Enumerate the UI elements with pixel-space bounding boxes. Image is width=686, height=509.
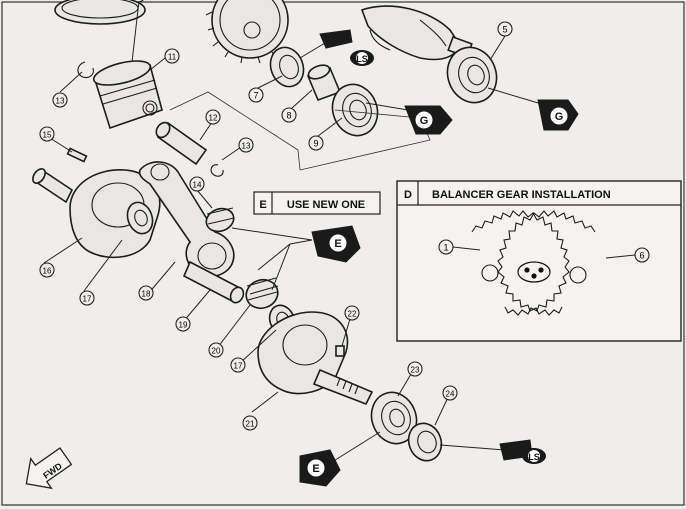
- ls2-label: LS: [528, 452, 540, 462]
- bearing-23-part: [370, 391, 418, 445]
- svg-text:21: 21: [246, 420, 255, 429]
- svg-text:7: 7: [253, 91, 258, 101]
- balancer-box-key: D: [404, 189, 412, 201]
- svg-text:18: 18: [142, 290, 151, 299]
- engine-oil-e1-label: E: [334, 238, 341, 250]
- svg-text:24: 24: [446, 390, 455, 399]
- circlip-right-part: [210, 164, 224, 177]
- svg-text:8: 8: [286, 111, 291, 121]
- callout-7: 7: [248, 87, 264, 103]
- callout-14: 14: [189, 176, 205, 192]
- svg-text:5: 5: [502, 25, 507, 35]
- callout-21: 21: [242, 415, 258, 431]
- right-balancer-gear: [497, 210, 596, 316]
- circlip-left-part: [77, 61, 94, 79]
- svg-text:22: 22: [348, 310, 357, 319]
- svg-text:15: 15: [43, 131, 52, 140]
- callout-23: 23: [407, 361, 423, 377]
- piston-pin-part: [155, 121, 208, 166]
- callout-9: 9: [308, 135, 324, 151]
- grease-marker-g1: G: [365, 102, 453, 135]
- svg-text:9: 9: [313, 139, 318, 149]
- grease-g2-label: G: [555, 111, 564, 123]
- callout-11: 11: [164, 48, 180, 64]
- balancer-key-part: [335, 345, 345, 357]
- svg-text:14: 14: [193, 181, 202, 190]
- bearing-5-part: [446, 46, 498, 104]
- assembly-guide-lines: [169, 91, 431, 171]
- crank-pin-part: [182, 260, 245, 304]
- ls1-label: LS: [356, 54, 368, 64]
- svg-text:13: 13: [56, 97, 65, 106]
- lithium-soap-marker-ls2: LS: [439, 439, 546, 464]
- callout-6: 6: [634, 247, 650, 263]
- left-balancer-gear: [471, 210, 570, 316]
- note-box-e-key: E: [259, 199, 266, 211]
- engine-oil-e2-label: E: [312, 463, 319, 475]
- lithium-soap-marker-ls1: LS: [299, 29, 374, 66]
- woodruff-key-part: [66, 147, 88, 163]
- forward-arrow: FWD: [25, 447, 73, 490]
- callout-17a: 17: [79, 290, 95, 306]
- big-end-bearing-part: [245, 277, 279, 310]
- left-crank-wheel-part: [32, 168, 161, 259]
- svg-text:6: 6: [639, 251, 644, 261]
- callout-5: 5: [497, 21, 513, 37]
- svg-text:13: 13: [242, 142, 251, 151]
- right-crank-wheel-part: [257, 311, 374, 406]
- piston-part: [92, 60, 163, 130]
- alignment-mark: [517, 261, 551, 283]
- grease-marker-g2: G: [487, 87, 579, 131]
- balancer-box-title: BALANCER GEAR INSTALLATION: [432, 189, 611, 201]
- callout-22: 22: [344, 305, 360, 321]
- note-box-e-text: USE NEW ONE: [287, 199, 365, 211]
- callout-15: 15: [39, 126, 55, 142]
- callout-17b: 17: [230, 357, 246, 373]
- svg-text:17: 17: [234, 362, 243, 371]
- note-box-e: E USE NEW ONE: [253, 191, 381, 215]
- balancer-gear-box: D BALANCER GEAR INSTALLATION 1 6: [396, 180, 682, 342]
- callout-1: 1: [438, 239, 454, 255]
- grease-g1-label: G: [420, 115, 429, 127]
- callout-18: 18: [138, 285, 154, 301]
- svg-text:11: 11: [168, 53, 177, 62]
- engine-oil-marker-e1: E: [231, 225, 361, 291]
- svg-text:16: 16: [43, 267, 52, 276]
- oil-seal-part: [269, 46, 305, 88]
- svg-text:20: 20: [212, 347, 221, 356]
- oil-seal-24-part: [407, 422, 443, 462]
- thrust-washer-left-part: [126, 201, 154, 235]
- callout-24: 24: [442, 385, 458, 401]
- callout-13a: 13: [52, 92, 68, 108]
- callout-13b: 13: [238, 137, 254, 153]
- callout-8: 8: [281, 107, 297, 123]
- callout-16: 16: [39, 262, 55, 278]
- top-gear-part: [205, 0, 289, 64]
- callout-20: 20: [208, 342, 224, 358]
- svg-text:19: 19: [179, 321, 188, 330]
- svg-text:17: 17: [83, 295, 92, 304]
- callout-19: 19: [175, 316, 191, 332]
- callout-12: 12: [205, 109, 221, 125]
- small-end-bearing-part: [205, 207, 235, 233]
- engine-oil-marker-e2: E: [299, 431, 381, 487]
- svg-text:1: 1: [443, 243, 448, 253]
- svg-text:12: 12: [209, 114, 218, 123]
- balancer-shaft-part: [360, 5, 473, 61]
- svg-text:23: 23: [411, 366, 420, 375]
- bearing-9-part: [331, 83, 379, 137]
